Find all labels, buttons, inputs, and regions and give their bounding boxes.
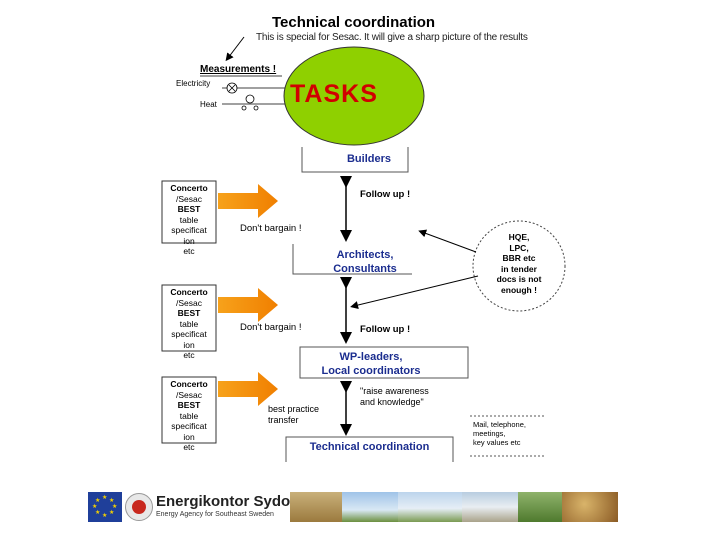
tasks-ellipse <box>283 46 425 146</box>
follow-up-label-1: Follow up ! <box>360 189 411 200</box>
banner-photo-4 <box>462 492 518 522</box>
heat-label: Heat <box>200 100 217 109</box>
builders-label: Builders <box>346 153 391 165</box>
orange-arrow-1 <box>218 184 278 218</box>
eu-flag-icon: ★ ★ ★ ★ ★ ★ ★ ★ <box>88 492 122 522</box>
orange-arrow-2 <box>218 288 278 322</box>
dont-bargain-label-2: Don't bargain ! <box>240 322 302 333</box>
hqe-note-bubble <box>472 220 566 312</box>
technical-coordination-label: Technical coordination <box>309 441 430 453</box>
wp-leaders-label-line1: WP-leaders, <box>339 351 403 363</box>
best-practice-label-line2: transfer <box>268 415 299 425</box>
heat-meter-icon <box>245 94 255 104</box>
dont-bargain-label-1: Don't bargain ! <box>240 223 302 234</box>
wp-leaders-label-line2: Local coordinators <box>321 365 421 377</box>
mail-note-line2: meetings, <box>473 429 506 438</box>
banner-photo-6 <box>562 492 618 522</box>
architects-box <box>292 244 412 275</box>
tasks-label: TASKS <box>290 80 378 108</box>
footer-banner: ★ ★ ★ ★ ★ ★ ★ ★ Energikontor Sydost Ener… <box>88 492 618 522</box>
raise-awareness-label-line1: "raise awareness <box>360 386 429 396</box>
banner-photo-1 <box>290 492 342 522</box>
banner-photo-2 <box>342 492 398 522</box>
energikontor-logo-icon <box>125 493 153 521</box>
measurements-label: Measurements ! <box>200 64 277 75</box>
page-title: Technical coordination <box>272 14 436 31</box>
hqe-pointer-1 <box>418 229 477 253</box>
brand-name: Energikontor Sydost <box>156 493 304 510</box>
title-pointer-arrow <box>225 36 245 62</box>
banner-photo-3 <box>398 492 462 522</box>
side-note-box-1 <box>161 180 217 244</box>
page-subtitle: This is special for Sesac. It will give … <box>256 32 528 43</box>
side-note-box-2 <box>161 284 217 352</box>
brand-tagline: Energy Agency for Southeast Sweden <box>156 511 274 518</box>
technical-coordination-box <box>285 436 454 462</box>
builders-box <box>301 147 409 173</box>
electricity-label: Electricity <box>176 79 211 88</box>
banner-photo-5 <box>518 492 562 522</box>
mail-note-line3: key values etc <box>473 438 521 447</box>
mail-note-line1: Mail, telephone, <box>473 420 526 429</box>
best-practice-label-line1: best practice <box>268 404 320 414</box>
architects-label-line2: Consultants <box>333 263 397 275</box>
follow-up-label-2: Follow up ! <box>360 324 411 335</box>
raise-awareness-label-line2: and knowledge" <box>360 397 424 407</box>
orange-arrow-3 <box>218 372 278 406</box>
architects-label-line1: Architects, <box>336 249 394 261</box>
side-note-box-3 <box>161 376 217 444</box>
hqe-pointer-2 <box>350 275 479 309</box>
wp-leaders-box <box>299 346 469 379</box>
